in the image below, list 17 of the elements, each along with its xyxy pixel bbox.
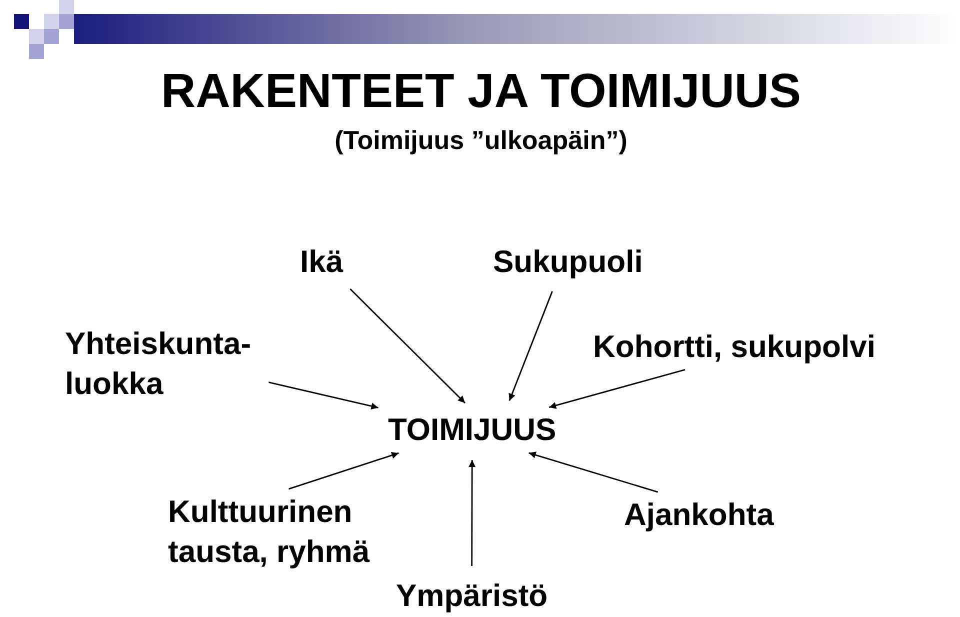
factor-label: Yhteiskunta- luokka bbox=[65, 324, 259, 404]
factor-label: Kohortti, sukupolvi bbox=[593, 327, 876, 367]
title: RAKENTEET JA TOIMIJUUS bbox=[160, 64, 802, 119]
arrow bbox=[548, 369, 686, 409]
arrow bbox=[508, 291, 553, 401]
factor-label: Kulttuurinen tausta, ryhmä bbox=[168, 492, 382, 572]
arrow bbox=[268, 382, 378, 410]
factor-label: Ympäristö bbox=[396, 576, 548, 616]
factor-label: Ikä bbox=[300, 242, 344, 282]
central-concept-label: TOIMIJUUS bbox=[388, 410, 556, 450]
arrow bbox=[468, 460, 476, 566]
arrow bbox=[528, 452, 658, 493]
factor-label: Ajankohta bbox=[624, 495, 774, 535]
factor-label: Sukupuoli bbox=[493, 242, 643, 282]
subtitle: (Toimijuus ”ulkoapäin”) bbox=[334, 125, 628, 155]
arrow bbox=[288, 452, 399, 490]
arrow bbox=[350, 288, 466, 404]
